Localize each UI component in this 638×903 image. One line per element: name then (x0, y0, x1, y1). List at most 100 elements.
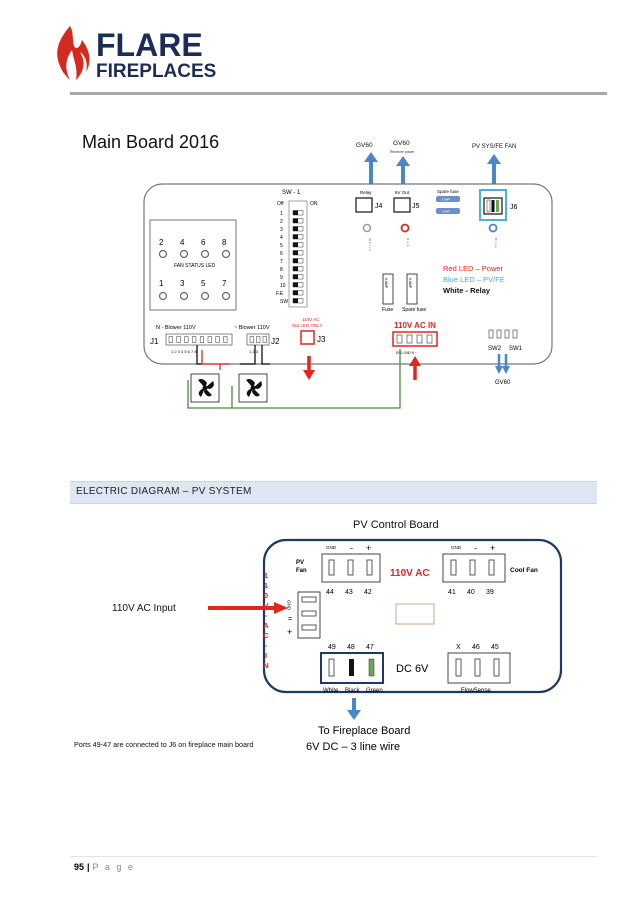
spare-fuse-label: Spare fuse (437, 189, 459, 194)
page-footer: 95|P a g e (74, 862, 135, 872)
switch-label-8: 9 (280, 275, 283, 281)
to-fireplace-line2: 6V DC – 3 line wire (306, 741, 400, 753)
switch-label-4: 5 (280, 243, 283, 249)
dc6v-pin-black (349, 659, 354, 676)
pv-fan-label-2: Fan (296, 568, 307, 574)
fan-led-rings (158, 249, 231, 301)
dip-switch-knob-6 (293, 258, 298, 263)
vertical-char-1: 1 (264, 581, 268, 590)
dip-switch-knob-7 (293, 266, 298, 271)
j1-pins (168, 336, 228, 343)
ac-pin-0 (396, 334, 403, 344)
j6-pin-black (491, 200, 495, 212)
sixv-out-label: 6V Out (395, 190, 410, 195)
led-white-text: White (368, 238, 372, 252)
dc6v-pin-white (328, 658, 335, 677)
fan-status-box (149, 219, 237, 311)
pv-fan-pins (301, 596, 317, 631)
fan-led-ring-top-2 (200, 249, 210, 259)
fan-status-label: FAN STATUS LED (174, 263, 216, 269)
switch-label-0: 1 (280, 211, 283, 217)
pin-42: 42 (364, 589, 372, 596)
ac-110v-label: 110V AC (390, 568, 430, 579)
spare-fuse-1 (436, 196, 460, 202)
j1-pin-1 (176, 336, 181, 343)
dc6v-pin-green (368, 658, 375, 677)
to-fireplace-line1: To Fireplace Board (318, 725, 410, 737)
pin-47: 47 (366, 644, 374, 651)
pin-39: 39 (486, 589, 494, 596)
gv60-left-label: GV60 (356, 142, 373, 149)
fan-2-icon (238, 373, 268, 403)
wire-black: Black (345, 688, 361, 694)
spare-fuse-label-2: Spare fuse (402, 307, 426, 313)
sw-pin-1 (496, 329, 502, 339)
vertical-char-6: C (263, 631, 269, 640)
ac-in-up-arrow (409, 356, 421, 380)
pin-49: 49 (328, 644, 336, 651)
fan-led-top-0: 2 (159, 238, 164, 247)
j2-pin-labels: 1 2 3 (249, 349, 259, 354)
fan-led-bottom-1: 3 (180, 279, 185, 288)
spare-fuse-2-amp: 1AMP (442, 210, 450, 214)
red-led (400, 223, 410, 233)
gv60-left-arrow (364, 152, 378, 186)
switch-label-7: 8 (280, 267, 283, 273)
j2-pin-2 (262, 336, 267, 343)
wire-green: Green (366, 688, 383, 694)
gv60-bottom-label: GV60 (495, 380, 511, 386)
page-word: P a g e (92, 862, 135, 872)
spare-fuse-vertical (406, 273, 418, 305)
j4-connector (355, 197, 373, 213)
board-outline (143, 183, 553, 365)
main-board-title: Main Board 2016 (82, 132, 219, 152)
j2-pin-1 (256, 336, 261, 343)
main-fuse (382, 273, 394, 305)
pin-48: 48 (347, 644, 355, 651)
fan-led-bottom-0: 1 (159, 279, 164, 288)
j3-label-line2: Out LED ONLY (292, 323, 322, 328)
led-red-text: Red (406, 238, 410, 247)
ac-in-pin-labels: END GND N ~ (396, 351, 417, 355)
wire-white: White (323, 688, 339, 694)
dip-switch-knob-0 (293, 210, 298, 215)
spare-fuse-1-amp: 1AMP (442, 198, 450, 202)
vertical-char-2: 0 (264, 591, 268, 600)
blower2-label: ~ Blower 110V (234, 325, 270, 331)
blue-led (488, 223, 498, 233)
footer-separator: | (87, 862, 90, 872)
j4-label: J4 (375, 203, 383, 210)
switch-label-3: 4 (280, 235, 283, 241)
top-left-gnd: GND (326, 545, 337, 550)
vertical-char-9: N (263, 661, 268, 670)
ac-pin-1 (406, 334, 413, 344)
pin-46: 46 (472, 644, 480, 651)
vertical-char-0: 1 (264, 571, 268, 580)
logo-line1: FLARE (96, 27, 203, 63)
to-fireplace-arrow (347, 698, 361, 720)
gv60-right-arrow (396, 156, 410, 186)
blower1-label: N - Blower 110V (156, 325, 196, 331)
fan-led-bottom-2: 5 (201, 279, 206, 288)
fan-led-ring-top-3 (221, 249, 231, 259)
j1-pin-3 (192, 336, 197, 343)
fan-led-ring-bottom-2 (200, 291, 210, 301)
spare-fuse-2 (436, 208, 460, 214)
main-board-diagram: Main Board 2016 GV60 GV60 Receiver power… (82, 132, 553, 409)
section-header: ELECTRIC DIAGRAM – PV SYSTEM (76, 486, 252, 497)
dip-switch-knob-2 (293, 226, 298, 231)
vertical-char-7: - (265, 641, 268, 650)
j3-label: J3 (317, 335, 326, 344)
flare-fireplaces-logo: FLARE FIREPLACES (57, 26, 216, 82)
gv60-right-sub: Receiver power (390, 150, 415, 154)
switch-label-10: F.E (276, 291, 284, 297)
dc6v-label: DC 6V (396, 663, 429, 675)
j2-pin-0 (249, 336, 254, 343)
flame-icon (57, 26, 90, 80)
footer-divider (70, 856, 597, 857)
vertical-char-5: A (263, 621, 269, 630)
fan-led-bottom-3: 7 (222, 279, 227, 288)
j3-down-arrow (303, 356, 315, 380)
fan-led-ring-bottom-1 (179, 291, 189, 301)
gv60-bottom-arrows (495, 354, 510, 374)
